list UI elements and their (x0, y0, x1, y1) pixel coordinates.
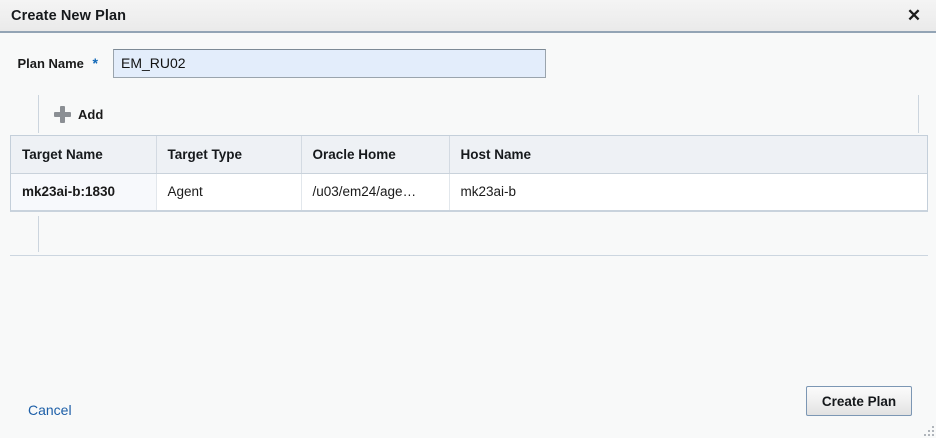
dialog-body: Plan Name * Add (0, 33, 936, 382)
dialog-titlebar: Create New Plan ✕ (0, 0, 936, 33)
plus-icon (54, 105, 71, 123)
plan-name-label: Plan Name * (0, 55, 100, 71)
toolbar-divider-right (918, 95, 919, 133)
targets-table: Target Name Target Type Oracle Home Host… (10, 135, 928, 212)
add-button[interactable]: Add (48, 93, 109, 135)
dialog-title: Create New Plan (11, 7, 127, 24)
strip-divider (38, 216, 39, 252)
column-header-target-name[interactable]: Target Name (11, 136, 157, 174)
cell-host-name: mk23ai-b (449, 173, 927, 210)
dialog-footer: Cancel Create Plan (0, 382, 936, 438)
required-marker: * (92, 55, 98, 71)
toolbar-divider-left (38, 95, 39, 133)
cell-target-name: mk23ai-b:1830 (11, 173, 157, 210)
cell-target-type: Agent (156, 173, 302, 210)
plan-name-field-row: Plan Name * (0, 48, 546, 78)
table-toolbar: Add (10, 93, 928, 135)
cancel-button[interactable]: Cancel (28, 402, 72, 418)
table-row[interactable]: mk23ai-b:1830 Agent /u03/em24/age… mk23a… (11, 173, 927, 210)
table-footer-strip (10, 213, 928, 254)
column-header-target-type[interactable]: Target Type (156, 136, 302, 174)
plan-name-label-text: Plan Name (17, 56, 84, 71)
create-plan-button[interactable]: Create Plan (806, 386, 912, 416)
plan-name-input[interactable] (113, 48, 546, 78)
table-header-row: Target Name Target Type Oracle Home Host… (11, 136, 927, 174)
resize-handle[interactable] (921, 423, 934, 436)
column-header-oracle-home[interactable]: Oracle Home (301, 136, 450, 174)
cell-oracle-home: /u03/em24/age… (301, 173, 450, 210)
column-header-host-name[interactable]: Host Name (449, 136, 927, 174)
add-button-label: Add (78, 106, 104, 122)
close-icon[interactable]: ✕ (906, 6, 922, 25)
section-divider (10, 255, 928, 256)
